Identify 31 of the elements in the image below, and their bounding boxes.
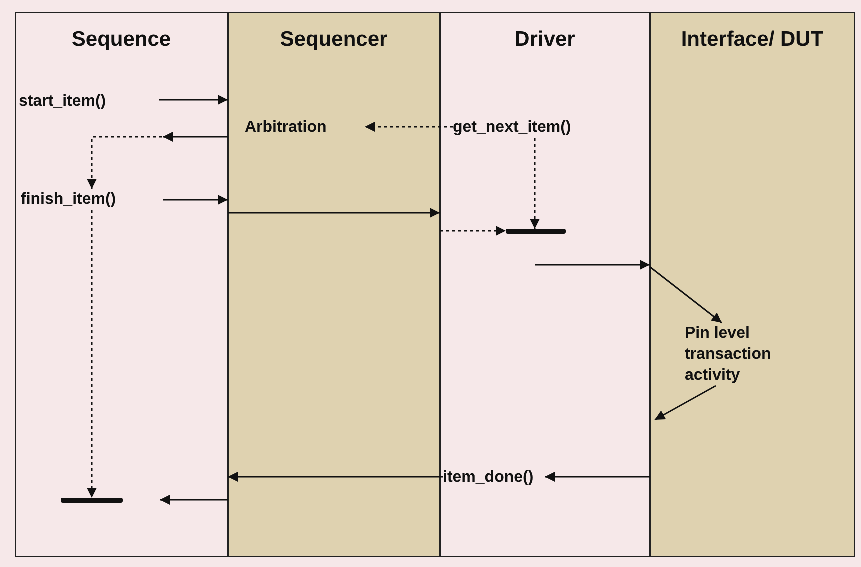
arrow xyxy=(545,472,650,482)
dashed-arrow xyxy=(365,122,453,132)
activity-note: Pin level transaction activity xyxy=(685,324,772,386)
method-call-label: get_next_item() xyxy=(453,118,572,138)
wait-bar xyxy=(61,498,123,503)
method-call-label: finish_item() xyxy=(21,190,116,210)
swimlane xyxy=(650,12,855,557)
arrow xyxy=(160,495,228,505)
dashed-arrow xyxy=(87,136,162,189)
dashed-arrow xyxy=(87,210,97,498)
arrow xyxy=(654,385,716,421)
arrow xyxy=(163,195,228,205)
swimlane xyxy=(440,12,650,557)
arrow xyxy=(535,260,650,270)
arrow xyxy=(228,208,440,218)
lane-title: Sequencer xyxy=(279,27,389,52)
lane-title: Driver xyxy=(514,27,576,52)
arrow xyxy=(159,95,228,105)
arrow xyxy=(650,266,722,324)
arrow xyxy=(228,472,443,482)
swimlane xyxy=(15,12,228,557)
method-call-label: Arbitration xyxy=(245,118,327,138)
wait-bar xyxy=(506,229,566,234)
swimlane xyxy=(228,12,440,557)
dashed-arrow xyxy=(530,138,540,229)
method-call-label: start_item() xyxy=(19,92,106,112)
lane-title: Sequence xyxy=(70,27,172,52)
method-call-label: item_done() xyxy=(443,468,534,488)
dashed-arrow xyxy=(440,226,506,236)
lane-title: Interface/ DUT xyxy=(680,27,825,52)
arrow xyxy=(163,132,228,142)
